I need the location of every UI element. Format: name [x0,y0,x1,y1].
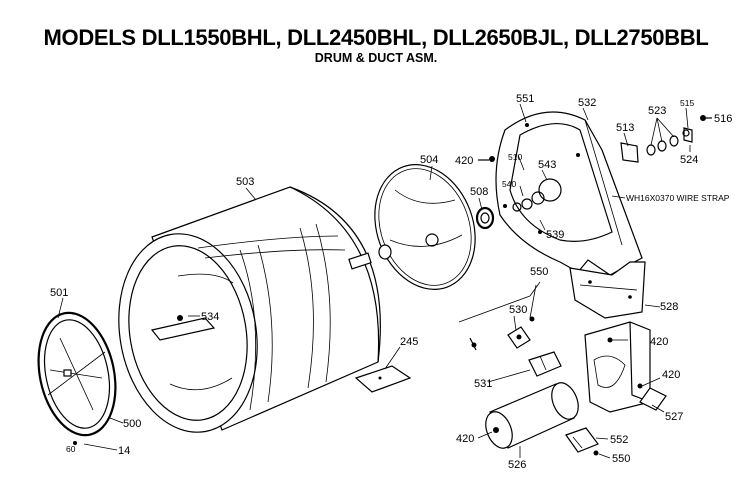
part-245-bracket [354,365,412,393]
diagram-title: MODELS DLL1550BHL, DLL2450BHL, DLL2650BJ… [43,25,709,50]
leader-lines [57,103,691,459]
label-551: 551 [516,93,534,105]
diagram-subtitle: DRUM & DUCT ASM. [314,51,438,65]
label-534: 534 [201,311,219,323]
label-420-top: 420 [455,155,473,167]
label-526: 526 [508,459,526,471]
label-420-mid: 420 [650,336,668,348]
part-503-drum [118,186,381,433]
label-516: 516 [714,113,732,125]
label-539: 539 [546,229,564,241]
part-524-bracket [682,127,693,143]
label-540: 540 [502,179,516,189]
part-530-thermostat [507,326,531,349]
label-527: 527 [665,411,683,423]
label-550-top: 550 [530,266,548,278]
part-508-bearing [475,206,495,230]
label-503: 503 [236,176,254,188]
label-14: 14 [118,445,130,457]
label-510: 510 [508,152,522,162]
label-501: 501 [50,287,68,299]
part-516-screw [700,115,712,121]
label-508: 508 [470,186,488,198]
part-552-switch [565,427,599,456]
part-500-front-seal [37,311,117,437]
part-labels: 501 500 60 14 503 534 504 420 508 551 53… [50,93,732,471]
part-528-duct [569,261,646,319]
part-523-washers [646,135,679,156]
part-60-screw [73,441,77,445]
label-543: 543 [538,159,556,171]
label-wire-strap: WH16X0370 WIRE STRAP [626,193,730,203]
label-552: 552 [610,434,628,446]
label-500: 500 [123,418,141,430]
part-526-motor [485,382,579,449]
label-515: 515 [680,98,694,108]
part-504-rear-cover [374,164,476,290]
part-513-clip [620,142,639,163]
label-524: 524 [680,154,698,166]
label-530: 530 [509,304,527,316]
label-420-bottom: 420 [456,433,474,445]
label-245: 245 [400,336,418,348]
label-523: 523 [648,105,666,117]
label-531: 531 [474,378,492,390]
label-513: 513 [616,122,634,134]
label-60: 60 [66,444,76,454]
label-420-right: 420 [662,369,680,381]
part-420-screw-top [478,156,495,162]
part-527-heater-housing [584,321,667,413]
part-550-screws [458,281,541,351]
label-528: 528 [660,301,678,313]
label-550-bottom: 550 [612,453,630,465]
part-551-rear-bulkhead [495,111,643,276]
label-532: 532 [578,97,596,109]
label-504: 504 [420,154,438,166]
part-531-sensor [528,351,562,377]
